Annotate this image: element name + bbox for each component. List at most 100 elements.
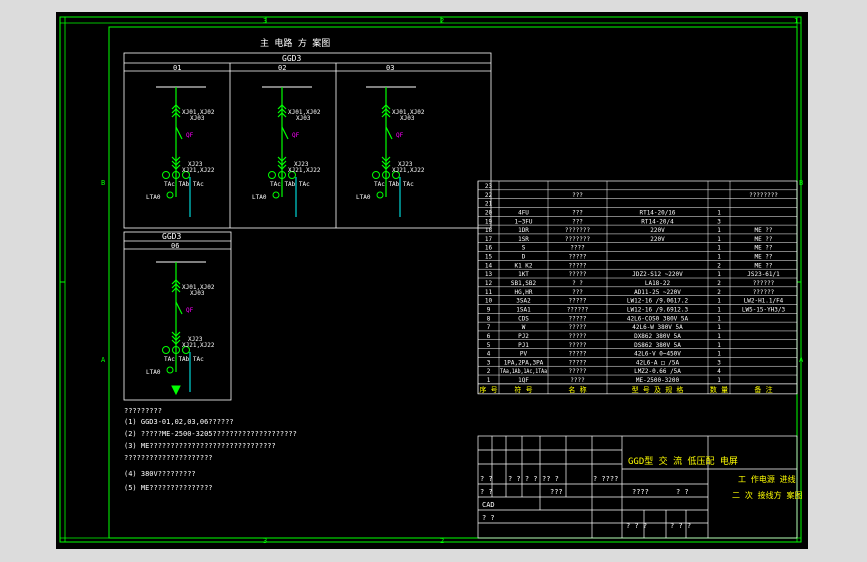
zone-top-1: 1 bbox=[794, 17, 798, 25]
parts-cell: ?????? bbox=[753, 280, 775, 287]
terminal-label-d: XJ21,XJ22 bbox=[182, 167, 215, 174]
zone-right-b: B bbox=[799, 179, 803, 187]
parts-cell: JDZ2-S12 ~220V bbox=[632, 271, 683, 278]
panel-06-id: 06 bbox=[171, 242, 179, 250]
zone-bottom-3: 3 bbox=[263, 537, 267, 545]
parts-cell: 18 bbox=[485, 227, 493, 234]
parts-cell: PV bbox=[520, 351, 528, 358]
parts-cell: ????? bbox=[569, 262, 587, 269]
parts-cell: 42L6-W 380V 5A bbox=[632, 324, 683, 331]
drawing-viewport[interactable]: 3 2 1 3 2 B A B A 主 电路 方 案图 GGD3 01 02 0… bbox=[56, 12, 808, 549]
parts-cell: ????? bbox=[569, 342, 587, 349]
tb-cell-r2b: ??? bbox=[550, 488, 563, 496]
parts-cell: W bbox=[522, 324, 526, 331]
parts-cell: 42L6-COS0 380V 5A bbox=[627, 315, 689, 322]
parts-cell: 1 bbox=[717, 236, 721, 243]
parts-cell: 14 bbox=[485, 262, 493, 269]
terminal-label-a: XJ01,XJ02 bbox=[288, 109, 321, 116]
parts-cell: LW5-15-YH3/3 bbox=[742, 306, 786, 313]
ct2-label: LTA0 bbox=[146, 369, 161, 376]
parts-cell: 17 bbox=[485, 236, 493, 243]
parts-cell: TAa,1Ab,1Ac,1TAa bbox=[500, 368, 547, 375]
cabinet-bottom-label: GGD3 bbox=[162, 232, 181, 241]
parts-cell: 1 bbox=[717, 377, 721, 384]
parts-header: 符 号 bbox=[514, 385, 532, 394]
parts-cell: 4 bbox=[487, 351, 491, 358]
notes-heading: ????????? bbox=[124, 407, 162, 415]
parts-cell: 1KT bbox=[518, 271, 529, 278]
parts-cell: ME ?? bbox=[755, 236, 773, 243]
parts-cell: ????? bbox=[569, 351, 587, 358]
parts-cell: LA18-22 bbox=[645, 280, 671, 287]
parts-cell: 1 bbox=[717, 342, 721, 349]
notes: ????????? (1) GGD3-01,02,03,06?????? (2)… bbox=[124, 407, 297, 492]
parts-cell: 1 bbox=[717, 315, 721, 322]
parts-cell: ?????? bbox=[753, 289, 775, 296]
title-line-1: 工 作电源 进线 bbox=[738, 474, 796, 484]
parts-cell: D bbox=[522, 254, 526, 261]
parts-cell: 1 bbox=[717, 245, 721, 252]
parts-cell: ME ?? bbox=[755, 254, 773, 261]
parts-cell: 1 bbox=[717, 298, 721, 305]
breaker-label: QF bbox=[292, 132, 300, 139]
parts-cell: 42L6-A □ /5A bbox=[636, 359, 680, 366]
parts-cell: JS23-61/1 bbox=[747, 271, 780, 278]
terminal-label-b: XJ03 bbox=[400, 115, 415, 122]
tb-cell-r5: ? ? ? bbox=[626, 522, 647, 530]
parts-cell: 20 bbox=[485, 209, 493, 216]
parts-cell: ????? bbox=[569, 368, 587, 375]
terminal-label-d: XJ21,XJ22 bbox=[288, 167, 321, 174]
parts-cell: 1 bbox=[717, 333, 721, 340]
outer-frame bbox=[59, 16, 802, 543]
tb-cell-r2: ? ? bbox=[480, 488, 493, 496]
title-doc-name: GGD型 交 流 低压配 电屏 bbox=[628, 455, 738, 467]
parts-cell: PJ2 bbox=[518, 333, 529, 340]
parts-cell: 19 bbox=[485, 218, 493, 225]
panel-02-id: 02 bbox=[278, 64, 286, 72]
breaker-label: QF bbox=[186, 132, 194, 139]
parts-cell: 7 bbox=[487, 324, 491, 331]
parts-cell: 6 bbox=[487, 333, 491, 340]
terminal-label-a: XJ01,XJ02 bbox=[392, 109, 425, 116]
parts-cell: RT14-20/16 bbox=[640, 209, 676, 216]
breaker-label: QF bbox=[186, 307, 194, 314]
diagram-title: 主 电路 方 案图 bbox=[260, 37, 330, 49]
parts-cell: 4 bbox=[717, 368, 721, 375]
parts-cell: 4FU bbox=[518, 209, 529, 216]
parts-cell: ???? bbox=[570, 245, 585, 252]
terminal-label-d: XJ21,XJ22 bbox=[182, 342, 215, 349]
parts-cell: 22 bbox=[485, 192, 493, 199]
parts-cell: 3SA2 bbox=[516, 298, 531, 305]
tb-cell-r2c: ???? bbox=[632, 488, 649, 496]
ct2-label: LTA0 bbox=[252, 194, 267, 201]
tb-cell-r5b: ? ? ? bbox=[670, 522, 691, 530]
tb-cell-r1: ? ? bbox=[480, 475, 493, 483]
parts-cell: ????? bbox=[569, 298, 587, 305]
parts-cell: ME-2500-3200 bbox=[636, 377, 680, 384]
parts-cell: 1SR bbox=[518, 236, 529, 243]
parts-cell: CDS bbox=[518, 315, 529, 322]
parts-cell: 9 bbox=[487, 306, 491, 313]
parts-cell: LW12-16 /9.6912.3 bbox=[627, 306, 689, 313]
parts-cell: 1 bbox=[717, 271, 721, 278]
parts-cell: DX862 380V 5A bbox=[634, 333, 681, 340]
parts-cell: 1PA,2PA,3PA bbox=[504, 359, 544, 366]
parts-cell: LMZ2-0.66 /5A bbox=[634, 368, 681, 375]
title-block bbox=[477, 435, 798, 539]
terminal-label-a: XJ01,XJ02 bbox=[182, 109, 215, 116]
parts-cell: 10 bbox=[485, 298, 493, 305]
title-line-2: 二 次 接线方 案图 bbox=[732, 490, 802, 500]
parts-cell: ????? bbox=[569, 271, 587, 278]
cabinet-top-label: GGD3 bbox=[282, 54, 301, 63]
tb-cell-r2d: ? ? bbox=[676, 488, 689, 496]
note-2: (2) ?????ME-2500-3205???????????????????… bbox=[124, 430, 297, 438]
tb-cell-r1d: ? ???? bbox=[593, 475, 618, 483]
parts-cell: S bbox=[522, 245, 526, 252]
parts-cell: ??? bbox=[572, 289, 583, 296]
parts-cell: SB1,SB2 bbox=[511, 280, 537, 287]
